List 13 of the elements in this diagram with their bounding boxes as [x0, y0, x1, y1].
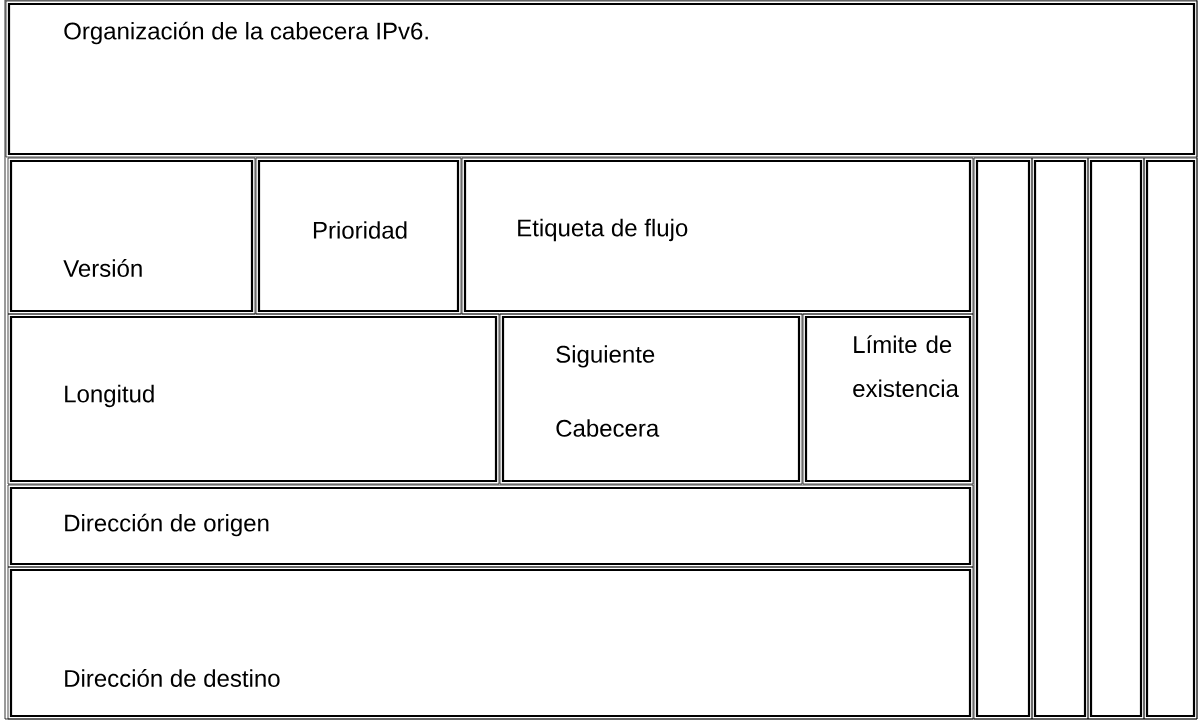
empty-cell	[973, 157, 1033, 720]
empty-cell	[1031, 157, 1089, 720]
field-cell: Dirección de origen	[7, 484, 974, 568]
field-cell: Longitud	[7, 313, 500, 485]
field-cell: Prioridad	[255, 157, 462, 315]
empty-cell	[1087, 157, 1145, 720]
field-cell: Etiqueta de flujo	[461, 157, 974, 315]
empty-cell	[1143, 157, 1198, 720]
field-cell: Límite de existencia	[802, 313, 974, 485]
title-cell: Organización de la cabecera IPv6.	[5, 0, 1198, 158]
field-cell: Dirección de destino	[7, 566, 974, 720]
field-cell: Versión	[7, 157, 256, 315]
field-cell: Siguiente Cabecera	[499, 313, 803, 485]
